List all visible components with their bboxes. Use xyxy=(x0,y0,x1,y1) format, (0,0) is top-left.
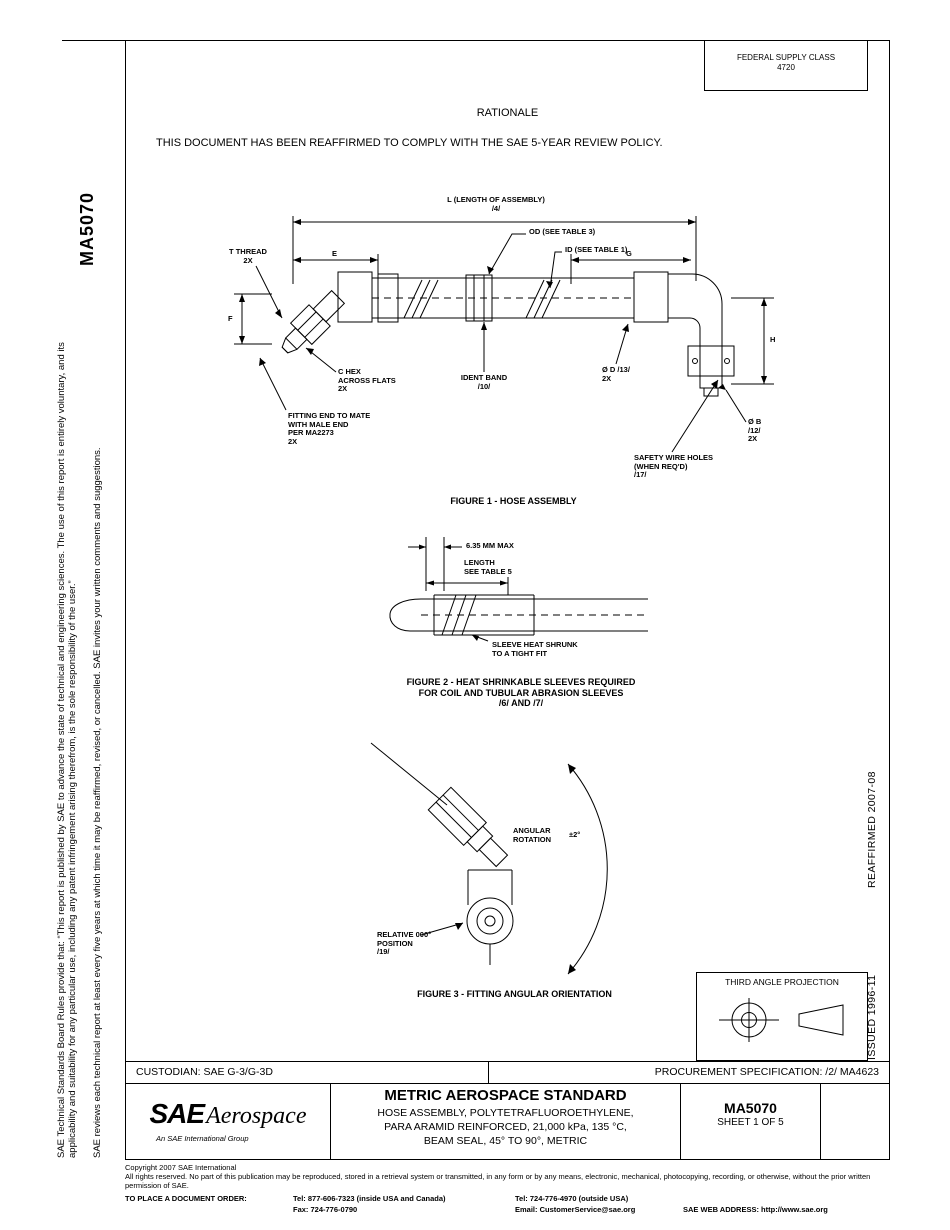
top-border-line xyxy=(62,40,126,41)
fig1-label-safety-wire: SAFETY WIRE HOLES (WHEN REQ'D) /17/ xyxy=(634,453,714,479)
fig1-label-id: ID (SEE TABLE 1) xyxy=(565,245,628,254)
logo-wordmark: SAEAerospace xyxy=(150,1100,307,1133)
title-block: SAEAerospace An SAE International Group … xyxy=(126,1083,889,1159)
hose-assembly-drawing xyxy=(234,216,774,453)
fax-number: Fax: 724-776-0790 xyxy=(293,1205,358,1214)
standard-subject: HOSE ASSEMBLY, POLYTETRAFLUOROETHYLENE, … xyxy=(377,1107,634,1147)
figure2-caption: FIGURE 2 - HEAT SHRINKABLE SLEEVES REQUI… xyxy=(406,677,636,708)
projection-title: THIRD ANGLE PROJECTION xyxy=(725,977,839,987)
sheet-number: SHEET 1 OF 5 xyxy=(717,1117,784,1128)
fig1-label-dim-e: E xyxy=(332,249,338,258)
figure3-caption: FIGURE 3 - FITTING ANGULAR ORIENTATION xyxy=(417,989,612,999)
tel-outside-usa: Tel: 724-776-4970 (outside USA) xyxy=(515,1194,629,1203)
figure2: 6.35 MM MAX LENGTH SEE TABLE 5 SLEEVE HE… xyxy=(376,533,666,713)
board-rules-vertical-text: SAE Technical Standards Board Rules prov… xyxy=(56,342,78,1158)
aerospace-logo-text: Aerospace xyxy=(206,1103,307,1129)
fig1-label-length: L (LENGTH OF ASSEMBLY) /4/ xyxy=(447,195,545,213)
doc-number: MA5070 xyxy=(724,1100,777,1116)
standard-heading: METRIC AEROSPACE STANDARD xyxy=(384,1087,627,1104)
custodian-row: CUSTODIAN: SAE G-3/G-3D PROCUREMENT SPEC… xyxy=(126,1061,889,1083)
fig3-label-tolerance: ±2° xyxy=(569,830,581,839)
fig1-label-dim-g: G xyxy=(626,249,632,258)
figure3: ANGULAR ROTATION ±2° RELATIVE 000° POSIT… xyxy=(363,729,666,1006)
title-block-number-cell: MA5070 SHEET 1 OF 5 xyxy=(681,1084,821,1159)
order-label: TO PLACE A DOCUMENT ORDER: xyxy=(125,1194,247,1203)
logo-tagline: An SAE International Group xyxy=(156,1134,249,1143)
procurement-cell: PROCUREMENT SPECIFICATION: /2/ MA4623 xyxy=(654,1066,879,1078)
left-margin-doc-number: MA5070 xyxy=(77,191,97,266)
fig1-label-dim-f: F xyxy=(228,314,233,323)
fig1-label-od: OD (SEE TABLE 3) xyxy=(529,227,596,236)
fig2-label-max-len: 6.35 MM MAX xyxy=(466,541,514,550)
figure1-caption: FIGURE 1 - HOSE ASSEMBLY xyxy=(450,496,577,506)
third-angle-projection-box: THIRD ANGLE PROJECTION xyxy=(696,972,868,1061)
title-block-empty-cell xyxy=(821,1084,889,1159)
rationale-title: RATIONALE xyxy=(476,107,539,119)
copyright-line2: All rights reserved. No part of this pub… xyxy=(125,1172,871,1190)
federal-supply-class-label: FEDERAL SUPPLY CLASS xyxy=(736,53,836,62)
rationale-body: THIS DOCUMENT HAS BEEN REAFFIRMED TO COM… xyxy=(156,137,663,149)
fig1-label-dim-h: H xyxy=(770,335,776,344)
fig1-label-ident-band: IDENT BAND /10/ xyxy=(460,373,508,391)
page-frame: FEDERAL SUPPLY CLASS 4720 RATIONALE THIS… xyxy=(125,40,890,1160)
web-address: SAE WEB ADDRESS: http://www.sae.org xyxy=(683,1205,828,1214)
dimension-arrowheads xyxy=(239,219,767,390)
fig1-label-t-thread: T THREAD 2X xyxy=(229,247,267,265)
custodian-cell: CUSTODIAN: SAE G-3/G-3D xyxy=(126,1062,489,1083)
fig2-label-length: LENGTH SEE TABLE 5 xyxy=(464,558,512,576)
sae-aerospace-logo: SAEAerospace An SAE International Group xyxy=(126,1084,331,1159)
fig3-label-angular: ANGULAR ROTATION xyxy=(513,826,552,844)
review-note-vertical-text: SAE reviews each technical report at lea… xyxy=(92,447,103,1158)
fig1-label-dim-b: Ø B /12/ 2X xyxy=(748,417,762,443)
fig1-label-dim-d: Ø D /13/ 2X xyxy=(602,365,630,383)
fitting-orientation-drawing xyxy=(370,742,608,975)
third-angle-projection-symbol xyxy=(719,998,844,1042)
federal-supply-class-code: 4720 xyxy=(777,63,795,72)
copyright-block: Copyright 2007 SAE International All rig… xyxy=(125,1163,890,1224)
sae-logo-text: SAE xyxy=(149,1098,206,1129)
title-block-main-cell: METRIC AEROSPACE STANDARD HOSE ASSEMBLY,… xyxy=(331,1084,681,1159)
fig2-label-sleeve: SLEEVE HEAT SHRUNK TO A TIGHT FIT xyxy=(492,640,578,658)
copyright-line1: Copyright 2007 SAE International xyxy=(125,1163,237,1172)
heat-shrink-sleeve-drawing xyxy=(389,537,648,642)
figure1: L (LENGTH OF ASSEMBLY) /4/ OD (SEE TABLE… xyxy=(226,195,801,511)
federal-supply-class-box: FEDERAL SUPPLY CLASS 4720 xyxy=(704,41,868,91)
email-address: Email: CustomerService@sae.org xyxy=(515,1205,636,1214)
tel-inside-usa: Tel: 877-606-7323 (inside USA and Canada… xyxy=(293,1194,446,1203)
fig3-label-relative: RELATIVE 000° POSITION /19/ xyxy=(377,930,432,956)
fig1-label-fitting-end: FITTING END TO MATE WITH MALE END PER MA… xyxy=(288,411,371,446)
fig1-label-c-hex: C HEX ACROSS FLATS 2X xyxy=(338,367,396,393)
